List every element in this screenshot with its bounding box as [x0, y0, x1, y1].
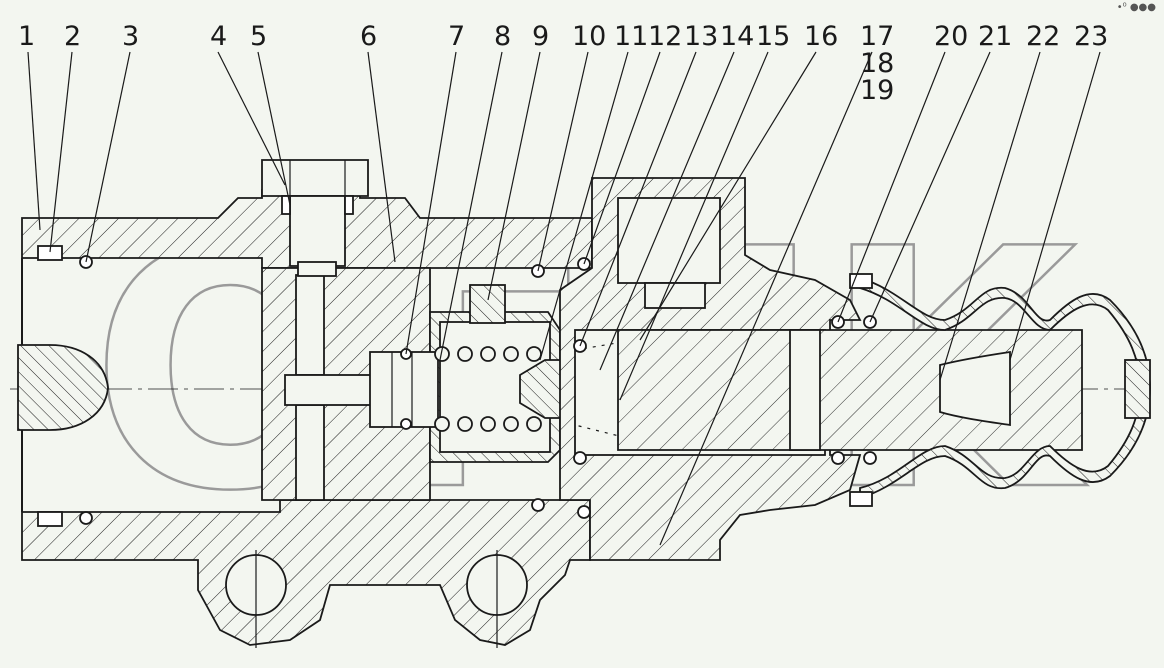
- valve-spring: [434, 346, 542, 432]
- callout-8: 8: [494, 21, 511, 52]
- callout-6: 6: [360, 21, 377, 52]
- callout-9: 9: [532, 21, 549, 52]
- callout-23: 23: [1074, 21, 1108, 52]
- callout-21: 21: [978, 21, 1012, 52]
- callout-5: 5: [250, 21, 267, 52]
- piston-bore-lower: [295, 404, 325, 501]
- piston-bore-upper: [295, 274, 325, 376]
- valve-stem-upper: [469, 284, 506, 324]
- valve-plunger: [369, 351, 439, 428]
- callout-3: 3: [122, 21, 139, 52]
- plug-bolt-shank: [289, 195, 346, 267]
- callout-1: 1: [18, 21, 35, 52]
- callout-11: 11: [614, 21, 648, 52]
- rod-end-insert: [17, 344, 109, 431]
- plug-seal-right: [344, 195, 354, 215]
- callout-17: 17: [860, 21, 894, 52]
- callout-22: 22: [1026, 21, 1060, 52]
- callout-13: 13: [684, 21, 718, 52]
- seal-rings: [37, 245, 877, 527]
- callout-20: 20: [934, 21, 968, 52]
- pushrod-groove: [789, 329, 821, 451]
- pushrod: [617, 329, 1083, 451]
- callout-7: 7: [448, 21, 465, 52]
- callout-4: 4: [210, 21, 227, 52]
- piston-channel: [284, 374, 381, 406]
- plug-bolt-head: [261, 159, 369, 197]
- callout-18: 18: [860, 48, 894, 79]
- callout-2: 2: [64, 21, 81, 52]
- callout-15: 15: [756, 21, 790, 52]
- callout-16: 16: [804, 21, 838, 52]
- callout-14: 14: [720, 21, 754, 52]
- leader-lines: [27, 51, 1101, 546]
- callout-19: 19: [860, 75, 894, 106]
- callout-12: 12: [648, 21, 682, 52]
- reservoir-port: [617, 197, 721, 284]
- callout-10: 10: [572, 21, 606, 52]
- callout-labels: 1 2 3 4 5 6 7 8 9 10 11 12 13 14 15 16 1…: [18, 21, 1108, 106]
- more-dots-icon[interactable]: •⁰ ●●●: [1116, 2, 1156, 13]
